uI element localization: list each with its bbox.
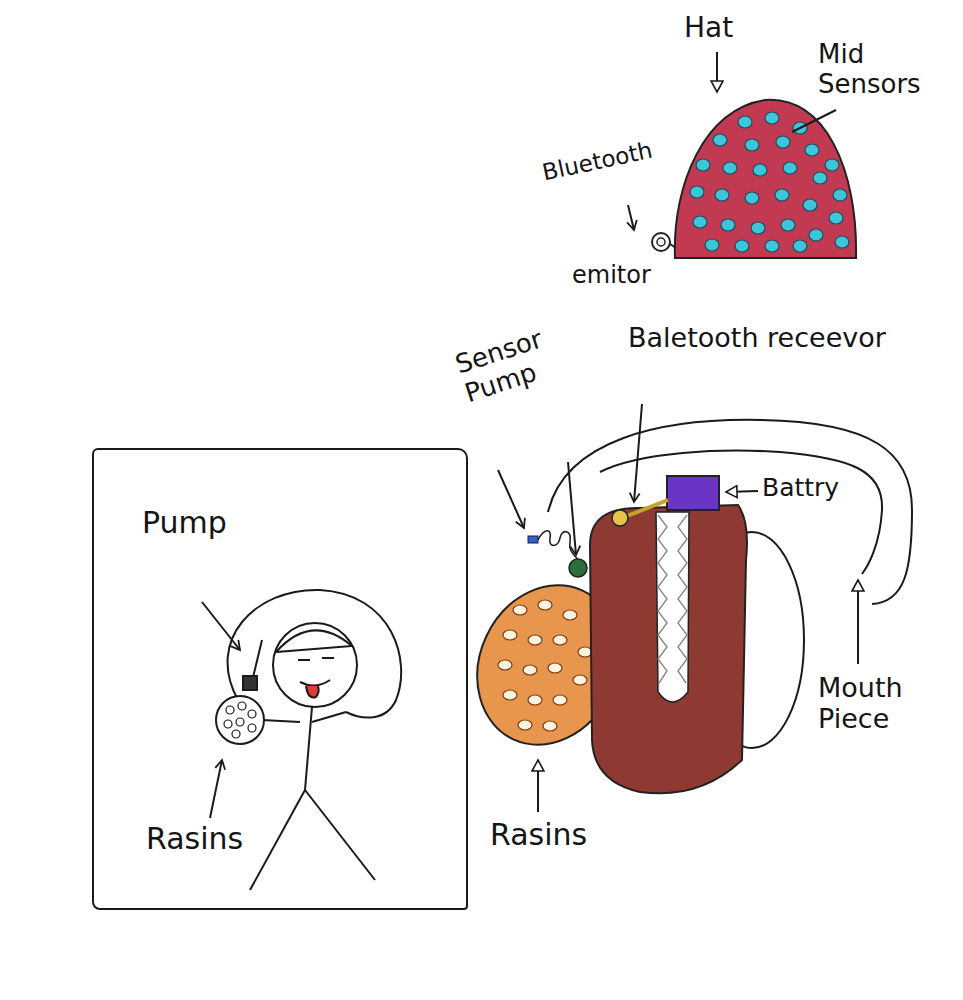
part-label: Hat bbox=[684, 12, 733, 44]
part-label: Sensor Pump bbox=[452, 315, 585, 409]
leader-lines bbox=[628, 52, 836, 230]
part-label: Bluetooth bbox=[540, 137, 655, 186]
part-label: Battry bbox=[762, 474, 839, 503]
part-label: Rasins bbox=[490, 818, 587, 853]
part-label: Rasins bbox=[146, 822, 243, 857]
part-label: Mouth Piece bbox=[818, 672, 948, 734]
frame-box: PumpRasins bbox=[92, 448, 468, 910]
part-label: Baletooth receevor bbox=[628, 322, 898, 353]
part-label: Mid Sensors bbox=[818, 40, 958, 100]
hat-drawing bbox=[652, 100, 856, 258]
part-label: Pump bbox=[142, 506, 227, 541]
leader-lines bbox=[498, 404, 858, 812]
electronics bbox=[528, 476, 719, 577]
part-label: emitor bbox=[572, 262, 651, 290]
mouthpiece bbox=[590, 505, 747, 793]
